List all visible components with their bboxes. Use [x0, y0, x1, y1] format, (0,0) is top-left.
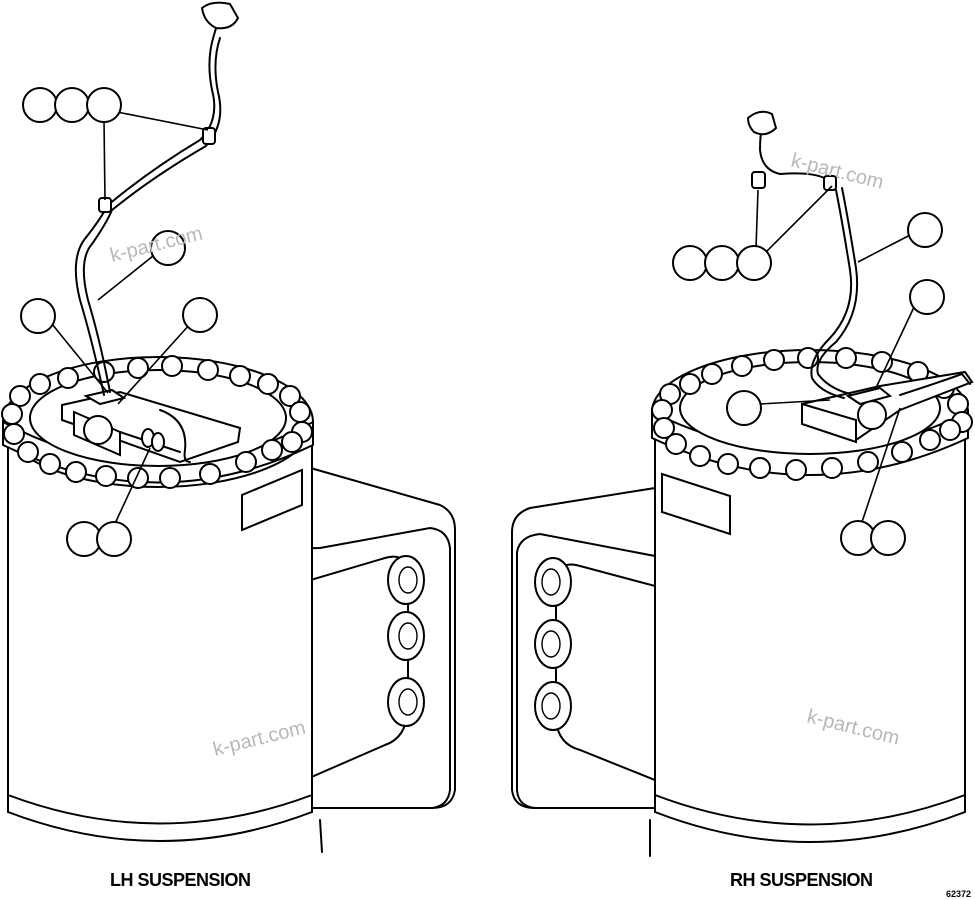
- lh-suspension-drawing: [1, 1, 456, 853]
- lh-callout-harness: [150, 230, 186, 266]
- lh-callout-right: [182, 297, 218, 333]
- rh-bracket-bore-3: [534, 681, 572, 731]
- lh-callout-group-bottom: [66, 521, 132, 557]
- drawing-code: 62372: [946, 889, 972, 899]
- rh-suspension-caption: RH SUSPENSION: [730, 870, 873, 890]
- lh-bracket-bore-3: [387, 677, 425, 727]
- lh-flange-bolts: [1, 355, 313, 489]
- rh-callout-left: [726, 390, 762, 426]
- rh-bracket-bore-2: [534, 619, 572, 669]
- rh-bracket-bore-1: [534, 557, 572, 607]
- watermark-2: k-part.com: [789, 150, 886, 194]
- rh-callout-right: [909, 279, 945, 315]
- rh-callout-group-top: [672, 245, 772, 281]
- lh-suspension-caption: LH SUSPENSION: [110, 870, 251, 890]
- lh-bracket-bore-1: [387, 555, 425, 605]
- rh-suspension-drawing: [511, 110, 974, 857]
- rh-callout-group-bottom: [840, 520, 906, 556]
- lh-callout-group-top: [22, 87, 122, 123]
- lh-bracket-bore-2: [387, 611, 425, 661]
- lh-callout-left: [20, 298, 56, 334]
- rh-callout-harness: [907, 212, 943, 248]
- rh-flange-bolts: [651, 347, 973, 481]
